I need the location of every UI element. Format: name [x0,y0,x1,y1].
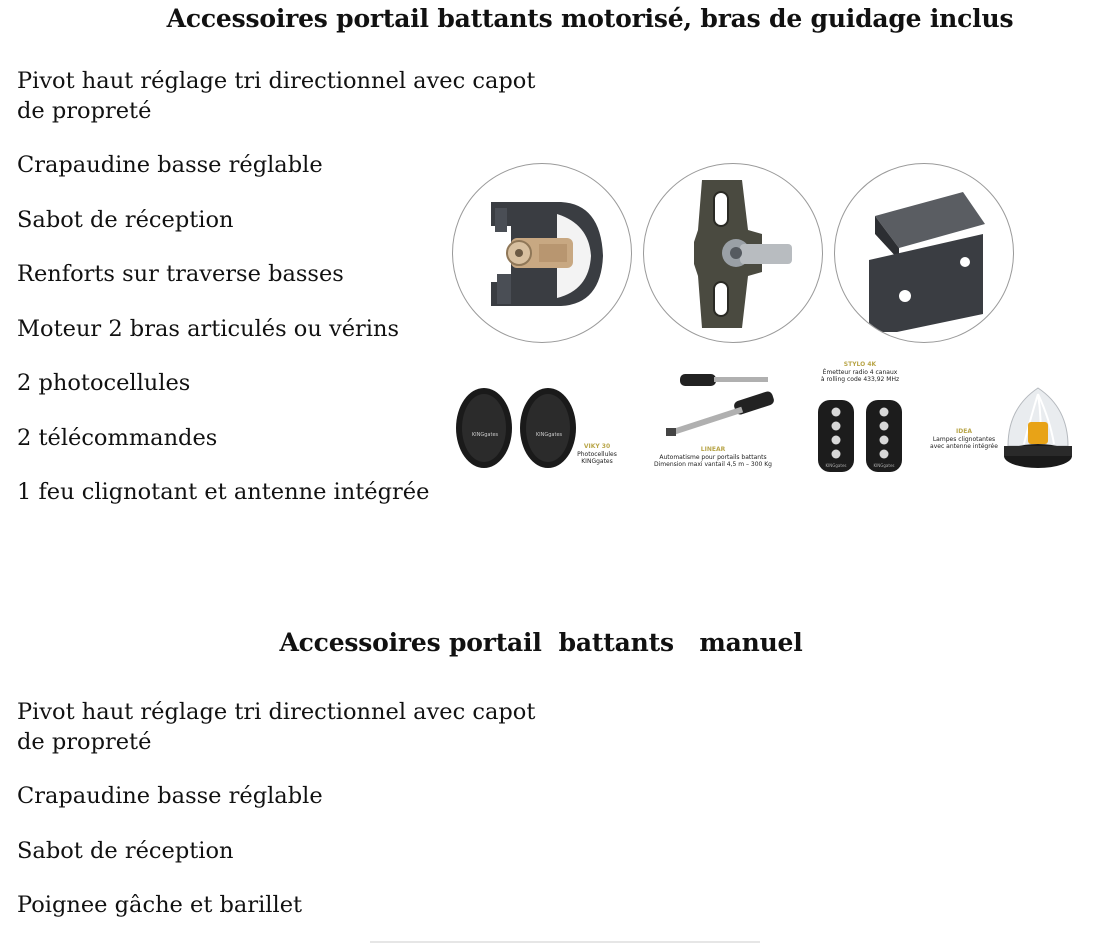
list-item: Crapaudine basse réglable [17,152,323,178]
accessory-list-motorized: Pivot haut réglage tri directionnel avec… [17,66,557,507]
linear-motor-icon [666,374,774,436]
list-item: Pivot haut réglage tri directionnel avec… [17,68,536,124]
bottom-pivot-image [643,163,823,343]
pivot-cap-image [452,163,632,343]
remote-caption-title: STYLO 4K [843,361,877,368]
bottom-divider [370,941,760,943]
linear-motor-caption-line: Automatisme pour portails battants [659,453,767,461]
remote-controls-icon [818,400,902,472]
photocells-icon [456,388,576,468]
remote-caption: STYLO 4K Émetteur radio 4 canaux à rolli… [812,361,908,384]
list-item: Sabot de réception [17,837,234,864]
linear-motor-caption-title: LINEAR [700,446,726,453]
section-title-manual: Accessoires portail battants manuel [279,628,803,657]
remote-logo-right: KINGgates [873,463,895,468]
remote-caption-line: à rolling code 433,92 MHz [820,376,900,383]
photocells-caption-line: KINGgates [581,458,613,465]
reception-shoe-image [834,163,1014,343]
linear-motor-caption: LINEAR Automatisme pour portails battant… [652,446,774,469]
reception-shoe-illustration [869,192,985,332]
photocell-logo-right: KINGgates [535,432,563,438]
bottom-pivot-illustration [694,180,792,328]
photocells-caption-line: Photocellules [577,450,617,458]
photocell-logo-left: KINGgates [471,432,499,438]
flashing-lamp-icon [1004,387,1072,468]
list-item: Pivot haut réglage tri directionnel avec… [17,699,536,755]
list-item: Moteur 2 bras articulés ou vérins [17,315,399,342]
list-item: 2 photocellules [17,370,191,396]
list-item: Renforts sur traverse basses [17,261,344,287]
list-item: 1 feu clignotant et antenne intégrée [17,479,430,505]
photocells-caption-title: VIKY 30 [583,443,611,450]
remote-caption-line: Émetteur radio 4 canaux [822,368,898,376]
lamp-caption-title: IDEA [956,428,972,435]
lamp-caption-line: Lampes clignotantes [932,435,996,443]
section-title-motorized: Accessoires portail battants motorisé, b… [166,4,1014,33]
lamp-caption-line: avec antenne intégrée [930,443,998,450]
photocells-caption: VIKY 30 Photocellules KINGgates [572,443,622,466]
list-item: 2 télécommandes [17,424,218,451]
remote-logo-left: KINGgates [825,463,847,468]
linear-motor-caption-line: Dimension maxi vantail 4,5 m – 300 Kg [654,461,772,468]
pivot-cap-illustration [491,202,603,306]
accessory-list-manual: Pivot haut réglage tri directionnel avec… [17,697,557,920]
list-item: Crapaudine basse réglable [17,783,323,809]
list-item: Sabot de réception [17,206,234,233]
list-item: Poignee gâche et barillet [17,892,303,918]
lamp-caption: IDEA Lampes clignotantes avec antenne in… [924,428,1004,451]
